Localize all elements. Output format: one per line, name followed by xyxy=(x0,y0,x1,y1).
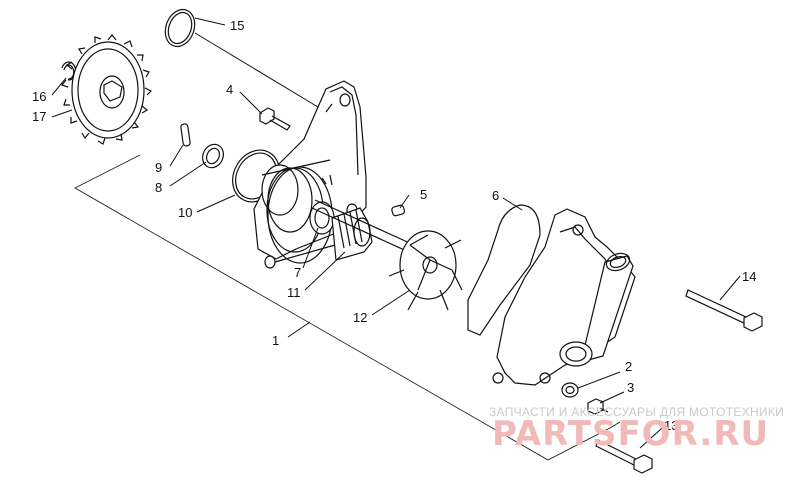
seal-11 xyxy=(331,207,373,261)
callout-11: 11 xyxy=(287,285,301,300)
callout-15: 15 xyxy=(230,18,244,33)
callout-1: 1 xyxy=(272,333,279,348)
bolt-4 xyxy=(259,107,291,131)
callout-8: 8 xyxy=(155,180,162,195)
callout-5: 5 xyxy=(420,187,427,202)
gasket-6 xyxy=(467,204,541,336)
pump-cover xyxy=(492,208,636,386)
bolt-3 xyxy=(587,398,609,415)
gear-17 xyxy=(60,34,153,145)
dowel-5 xyxy=(391,204,406,217)
watermark-logo: PARTSFOR.RU xyxy=(492,414,770,454)
callout-2: 2 xyxy=(625,359,632,374)
washer-2 xyxy=(561,382,579,398)
callout-16: 16 xyxy=(32,89,46,104)
callout-3: 3 xyxy=(627,380,634,395)
callout-17: 17 xyxy=(32,109,46,124)
pin-9 xyxy=(180,123,191,147)
assembly-bracket xyxy=(74,154,621,461)
watermark-tagline: ЗАПЧАСТИ И АКСЕССУАРЫ ДЛЯ МОТОТЕХНИКИ xyxy=(489,405,785,419)
bolt-13 xyxy=(595,439,653,474)
callout-9: 9 xyxy=(155,160,162,175)
callout-6: 6 xyxy=(492,188,499,203)
callout-labels: 15 16 17 4 9 8 10 5 6 7 11 12 14 1 2 3 1… xyxy=(32,18,756,433)
impeller-12 xyxy=(311,199,463,311)
callout-10: 10 xyxy=(178,205,192,220)
callout-14: 14 xyxy=(742,269,756,284)
bolt-14 xyxy=(685,289,763,332)
washer-8 xyxy=(202,143,224,169)
circlip-16 xyxy=(61,61,77,81)
callout-12: 12 xyxy=(353,310,367,325)
leader-lines xyxy=(51,17,741,449)
o-ring-15 xyxy=(164,8,196,48)
callout-7: 7 xyxy=(294,265,301,280)
callout-13: 13 xyxy=(664,418,678,433)
callout-4: 4 xyxy=(226,82,233,97)
